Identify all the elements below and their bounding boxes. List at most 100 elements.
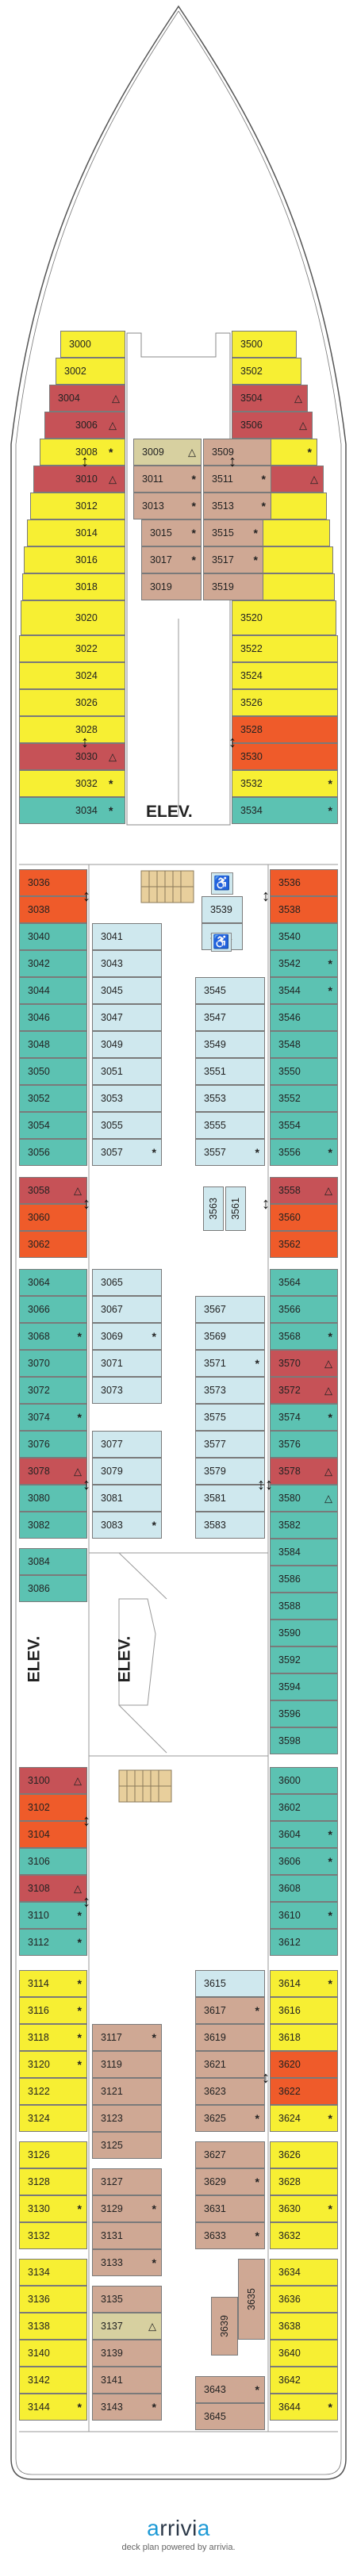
cabin-3134[interactable]: 3134 (19, 2259, 87, 2286)
cabin-3638[interactable]: 3638 (270, 2313, 338, 2340)
cabin-3578[interactable]: 3578△ (270, 1458, 338, 1485)
cabin-3557[interactable]: 3557* (195, 1139, 265, 1166)
cabin-3631[interactable]: 3631 (195, 2195, 265, 2222)
cabin-3634[interactable]: 3634 (270, 2259, 338, 2286)
cabin-3015[interactable]: 3015* (141, 519, 202, 546)
cabin-3116[interactable]: 3116* (19, 1997, 87, 2024)
cabin-3078[interactable]: 3078△ (19, 1458, 87, 1485)
cabin-3633[interactable]: 3633* (195, 2222, 265, 2249)
cabin-3639[interactable]: 3639 (211, 2297, 238, 2356)
cabin-3560[interactable]: 3560 (270, 1204, 338, 1231)
cabin-3604[interactable]: 3604* (270, 1821, 338, 1848)
cabin-3119[interactable]: 3119 (92, 2051, 162, 2078)
cabin-3581[interactable]: 3581 (195, 1485, 265, 1512)
cabin-3100[interactable]: 3100△ (19, 1767, 87, 1794)
cabin-3014[interactable]: 3014 (27, 519, 125, 546)
cabin-3108[interactable]: 3108△ (19, 1875, 87, 1902)
cabin-3616[interactable]: 3616 (270, 1997, 338, 2024)
cabin-3057[interactable]: 3057* (92, 1139, 162, 1166)
cabin-3009[interactable]: 3009△ (133, 439, 202, 466)
cabin-3013[interactable]: 3013* (133, 493, 202, 519)
cabin-3114[interactable]: 3114* (19, 1970, 87, 1997)
cabin-3024[interactable]: 3024 (19, 662, 125, 689)
cabin-3626[interactable]: 3626 (270, 2141, 338, 2168)
cabin-3617[interactable]: 3617* (195, 1997, 265, 2024)
cabin-3017[interactable]: 3017* (141, 546, 202, 573)
cabin-3067[interactable]: 3067 (92, 1296, 162, 1323)
cabin-3610[interactable]: 3610* (270, 1902, 338, 1929)
cabin-3528[interactable]: 3528 (232, 716, 338, 743)
cabin-3121[interactable]: 3121 (92, 2078, 162, 2105)
cabin-3081[interactable]: 3081 (92, 1485, 162, 1512)
cabin-3500[interactable]: 3500 (232, 331, 297, 358)
cabin-3614[interactable]: 3614* (270, 1970, 338, 1997)
cabin-3076[interactable]: 3076 (19, 1431, 87, 1458)
cabin-3544[interactable]: 3544* (270, 977, 338, 1004)
cabin-3612[interactable]: 3612 (270, 1929, 338, 1956)
cabin-3629[interactable]: 3629* (195, 2168, 265, 2195)
cabin-3628[interactable]: 3628 (270, 2168, 338, 2195)
cabin-3502[interactable]: 3502 (232, 358, 301, 385)
cabin-3110[interactable]: 3110* (19, 1902, 87, 1929)
cabin-3511[interactable]: 3511* (203, 466, 271, 493)
cabin-3131[interactable]: 3131 (92, 2222, 162, 2249)
cabin-3049[interactable]: 3049 (92, 1031, 162, 1058)
cabin-3070[interactable]: 3070 (19, 1350, 87, 1377)
cabin-3143[interactable]: 3143* (92, 2394, 162, 2421)
cabin-3122[interactable]: 3122 (19, 2078, 87, 2105)
cabin-3546[interactable]: 3546 (270, 1004, 338, 1031)
cabin-3586[interactable]: 3586 (270, 1566, 338, 1593)
cabin-3060[interactable]: 3060 (19, 1204, 87, 1231)
cabin-3136[interactable]: 3136 (19, 2286, 87, 2313)
cabin-3547[interactable]: 3547 (195, 1004, 265, 1031)
cabin-3519[interactable]: 3519 (203, 573, 263, 600)
cabin-3552[interactable]: 3552 (270, 1085, 338, 1112)
cabin-3125[interactable]: 3125 (92, 2132, 162, 2159)
cabin-3539[interactable]: 3539 (202, 896, 243, 923)
cabin-3128[interactable]: 3128 (19, 2168, 87, 2195)
cabin-3548[interactable]: 3548 (270, 1031, 338, 1058)
cabin-3619[interactable]: 3619 (195, 2024, 265, 2051)
cabin-3020[interactable]: 3020 (21, 600, 125, 635)
cabin-3643[interactable]: 3643* (195, 2376, 265, 2403)
cabin-3622[interactable]: 3622 (270, 2078, 338, 2105)
cabin-3036[interactable]: 3036 (19, 869, 87, 896)
cabin-3551[interactable]: 3551 (195, 1058, 265, 1085)
cabin-3056[interactable]: 3056 (19, 1139, 87, 1166)
cabin-3133[interactable]: 3133* (92, 2249, 162, 2276)
cabin-3598[interactable]: 3598 (270, 1727, 338, 1754)
cabin-3592[interactable]: 3592 (270, 1646, 338, 1673)
cabin-3086[interactable]: 3086 (19, 1575, 87, 1602)
cabin-3515[interactable]: 3515* (203, 519, 263, 546)
cabin-3590[interactable]: 3590 (270, 1620, 338, 1646)
cabin-3636[interactable]: 3636 (270, 2286, 338, 2313)
cabin-3562[interactable]: 3562 (270, 1231, 338, 1258)
cabin-3575[interactable]: 3575 (195, 1404, 265, 1431)
cabin-3640[interactable]: 3640 (270, 2340, 338, 2367)
cabin-3563[interactable]: 3563 (203, 1186, 224, 1231)
cabin-3139[interactable]: 3139 (92, 2340, 162, 2367)
cabin-3028[interactable]: 3028 (19, 716, 125, 743)
cabin-3532[interactable]: 3532* (232, 770, 338, 797)
cabin-3566[interactable]: 3566 (270, 1296, 338, 1323)
cabin-3132[interactable]: 3132 (19, 2222, 87, 2249)
cabin-3130[interactable]: 3130* (19, 2195, 87, 2222)
cabin-3112[interactable]: 3112* (19, 1929, 87, 1956)
cabin-3577[interactable]: 3577 (195, 1431, 265, 1458)
cabin-3074[interactable]: 3074* (19, 1404, 87, 1431)
cabin-3080[interactable]: 3080 (19, 1485, 87, 1512)
cabin-3045[interactable]: 3045 (92, 977, 162, 1004)
cabin-3030[interactable]: 3030△ (19, 743, 125, 770)
cabin-3583[interactable]: 3583 (195, 1512, 265, 1539)
cabin-3573[interactable]: 3573 (195, 1377, 265, 1404)
cabin-3538[interactable]: 3538 (270, 896, 338, 923)
cabin-3054[interactable]: 3054 (19, 1112, 87, 1139)
cabin-3534[interactable]: 3534* (232, 797, 338, 824)
cabin-3588[interactable]: 3588 (270, 1593, 338, 1620)
cabin-3554[interactable]: 3554 (270, 1112, 338, 1139)
cabin-3536[interactable]: 3536 (270, 869, 338, 896)
cabin-3032[interactable]: 3032* (19, 770, 125, 797)
cabin-3635[interactable]: 3635 (238, 2259, 265, 2340)
cabin-3569[interactable]: 3569 (195, 1323, 265, 1350)
cabin-3064[interactable]: 3064 (19, 1269, 87, 1296)
